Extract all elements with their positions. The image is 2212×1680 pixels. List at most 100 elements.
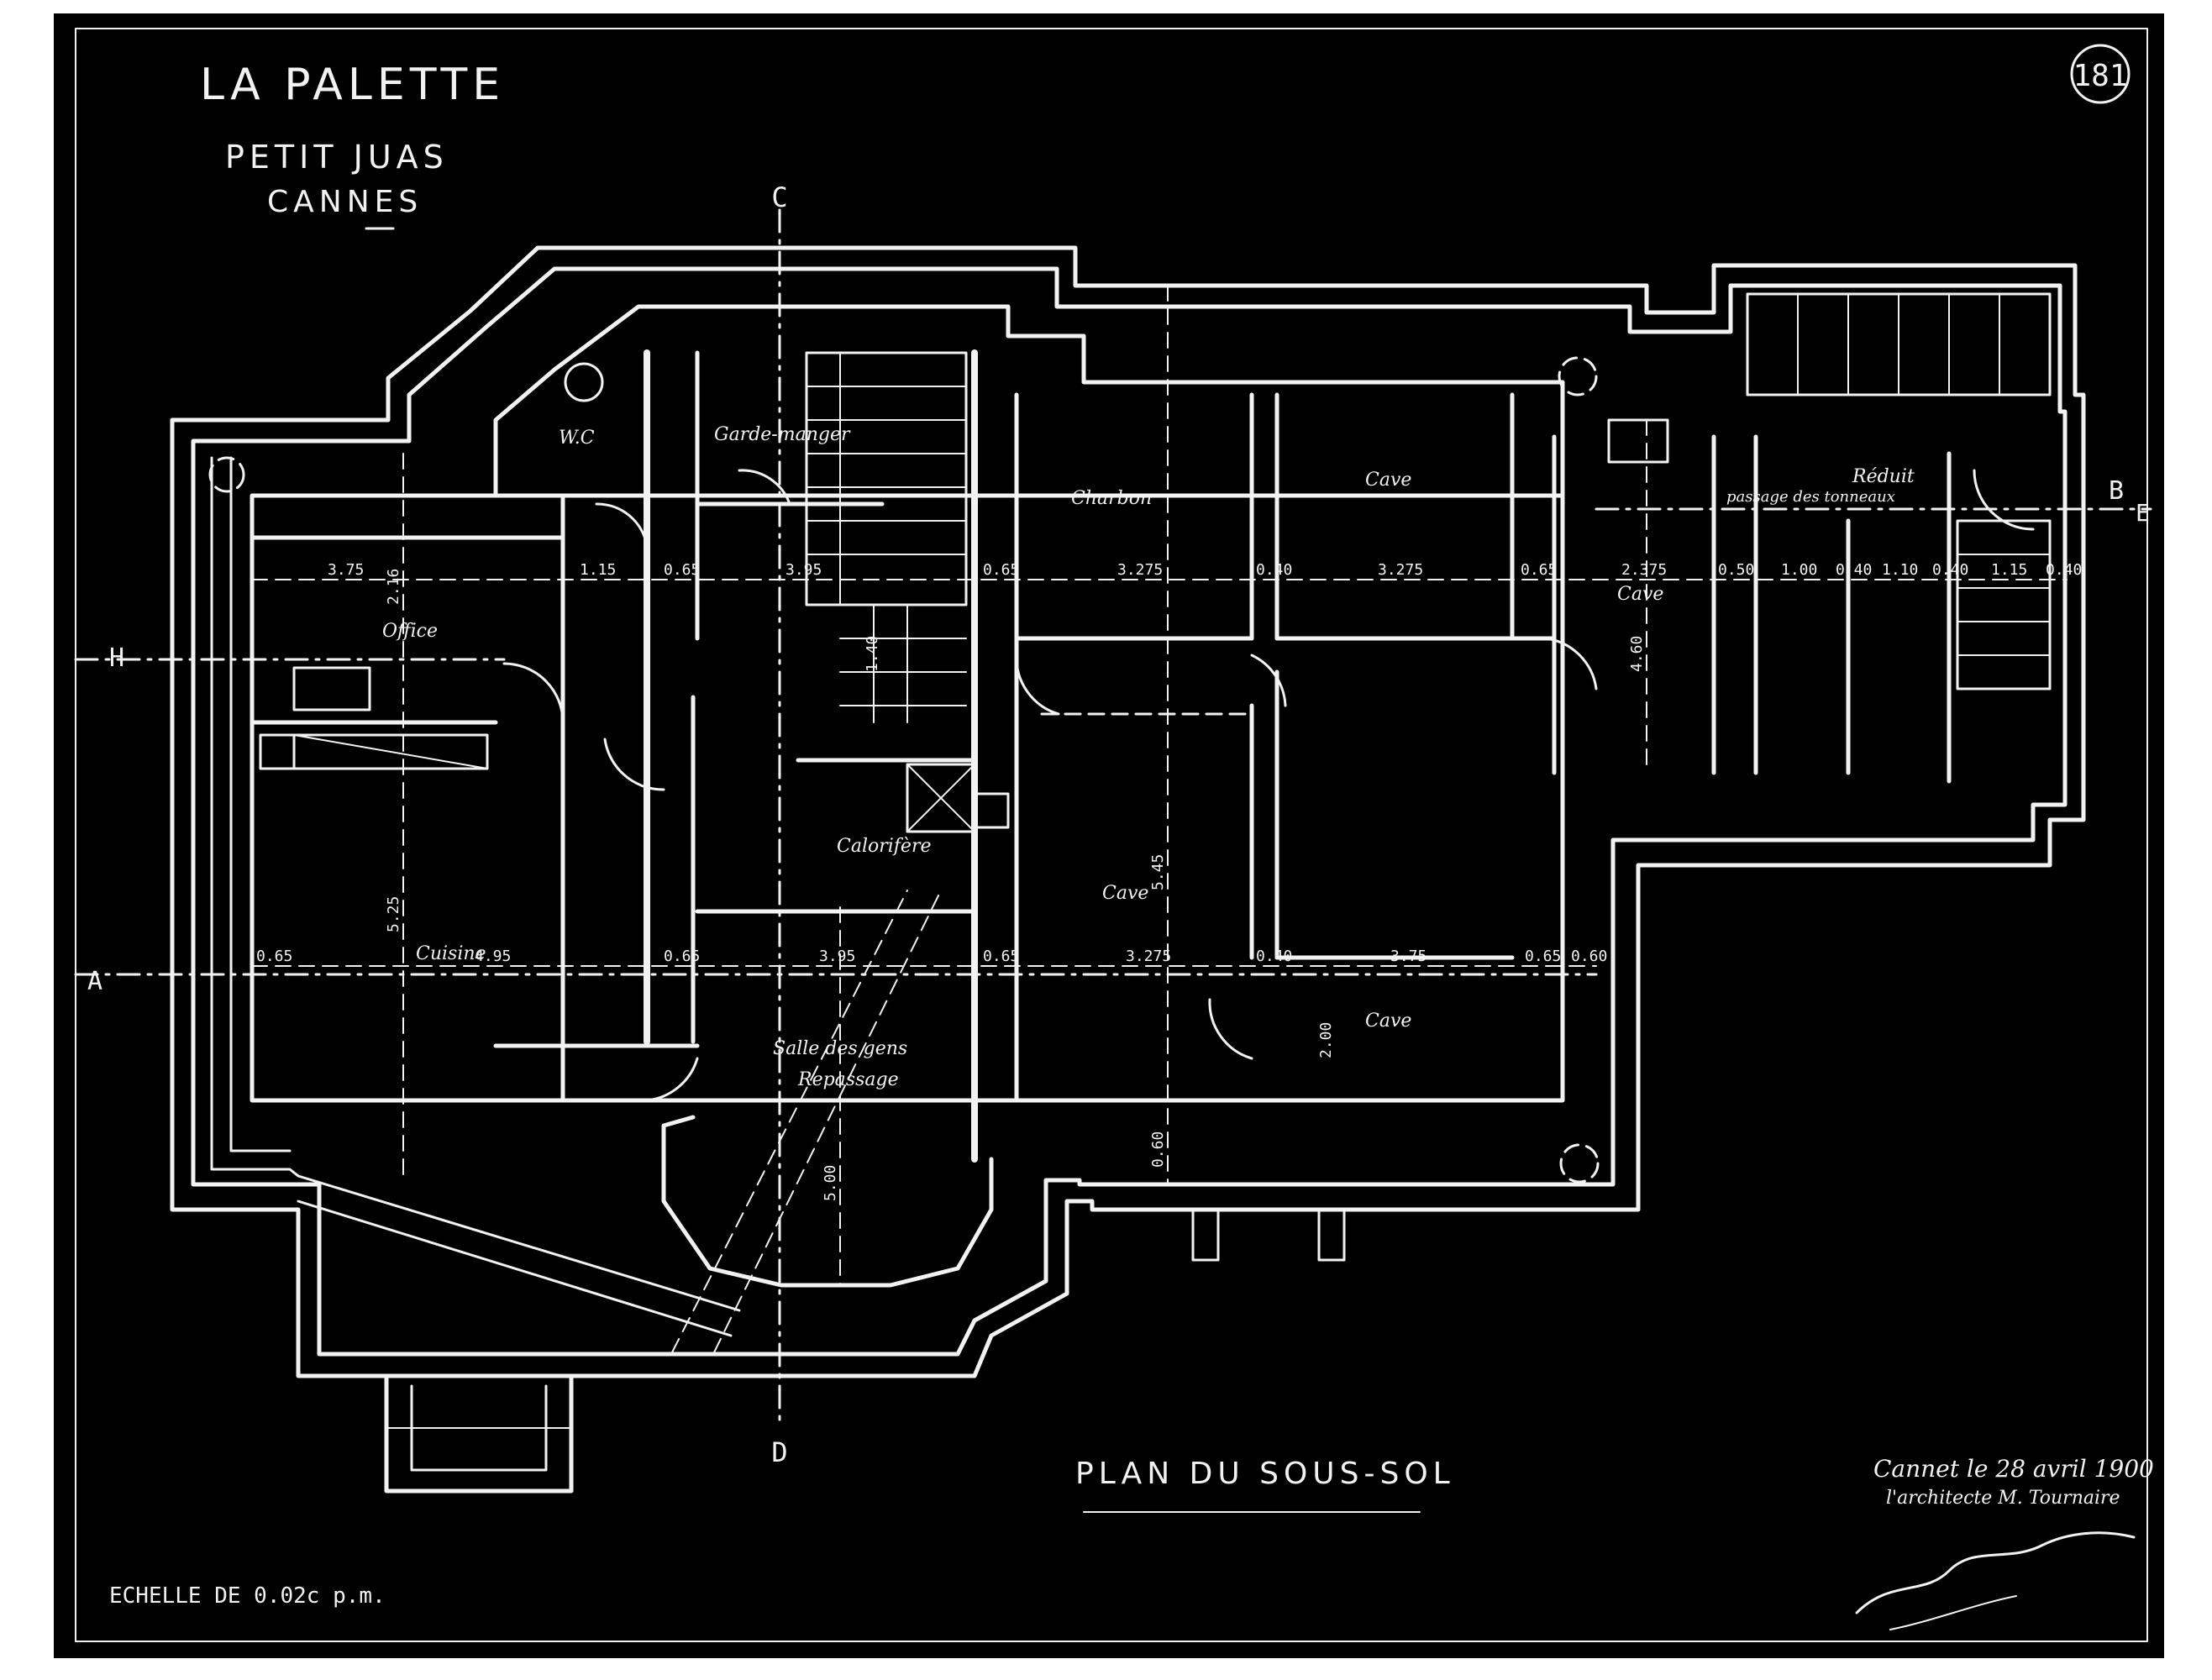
room-label-calorifere: Calorifère xyxy=(837,836,931,857)
south-steps-outline xyxy=(384,1373,574,1494)
dimension-lines xyxy=(251,285,2068,1286)
sheet-number: 181 xyxy=(2073,59,2127,93)
light-shaft-circle xyxy=(208,456,245,493)
light-shaft-circle xyxy=(1559,1143,1600,1184)
dimension-label: 0.40 xyxy=(1256,561,1292,579)
north-wall-block xyxy=(493,304,1565,498)
door-cave-south xyxy=(1208,998,1253,1060)
staircase xyxy=(805,351,968,723)
dimension-label: 3.75 xyxy=(1390,948,1427,965)
dimension-label: 0.65 xyxy=(256,948,292,965)
signature-block: Cannet le 28 avril 1900 l'architecte M. … xyxy=(1855,1455,2154,1630)
dimension-label: 3.275 xyxy=(1117,561,1163,579)
dimension-label: 0.40 xyxy=(1836,561,1872,579)
dimension-label: 3.95 xyxy=(819,948,855,965)
door-cave-east xyxy=(1544,637,1598,690)
door-wc xyxy=(595,502,649,548)
title-block: LA PALETTE PETIT JUAS CANNES xyxy=(200,60,500,230)
dimension-label: 0.65 xyxy=(664,948,700,965)
light-well-wall-inner xyxy=(229,456,292,1152)
dimension-label: 0.60 xyxy=(1571,948,1607,965)
scale-label: ECHELLE DE 0.02c p.m. xyxy=(109,1583,386,1609)
chimney-flue xyxy=(973,792,1010,829)
dimension-label: 0.40 xyxy=(1932,561,1968,579)
door-reduit xyxy=(1973,469,2035,531)
project-city: CANNES xyxy=(267,185,423,219)
dimension-label: 0.40 xyxy=(1256,948,1292,965)
ramp-dashed-path xyxy=(671,890,908,1353)
room-label-office: Office xyxy=(382,621,438,642)
ramp-dashed-path xyxy=(713,890,942,1353)
section-mark-top: C xyxy=(771,181,787,213)
door-charbon xyxy=(1015,654,1060,716)
bay-window-salle xyxy=(661,1115,994,1288)
light-well-wall-outer xyxy=(210,456,300,1178)
door-office xyxy=(502,662,565,724)
dimension-label: 5.00 xyxy=(822,1165,839,1201)
room-labels: W.C Garde-manger Charbon Cave Réduit pas… xyxy=(382,424,1915,1090)
signature-scrawl xyxy=(1889,1595,2017,1630)
room-label-reduit: Réduit xyxy=(1852,466,1915,487)
door-salle xyxy=(645,1057,699,1102)
dimension-label: 4.95 xyxy=(475,948,511,965)
section-mark-right-edge: E xyxy=(2136,499,2150,527)
dimension-label: 1.15 xyxy=(1991,561,2027,579)
sheet-number-badge: 181 xyxy=(2070,44,2131,104)
room-label-cave-1: Cave xyxy=(1365,470,1411,491)
kitchen-range-diagonal xyxy=(293,734,488,769)
room-label-cave-3: Cave xyxy=(1102,883,1148,904)
door-cave xyxy=(1250,654,1287,707)
outer-wall-inner-line xyxy=(191,266,2068,1357)
dimension-label: 1.15 xyxy=(580,561,616,579)
dimension-label: 2.375 xyxy=(1621,561,1667,579)
dimension-label: 0.40 xyxy=(2046,561,2082,579)
dimension-label: 3.95 xyxy=(785,561,822,579)
plan-title-block: PLAN DU SOUS-SOL xyxy=(1075,1457,1450,1513)
tank-fixture xyxy=(1607,418,1669,464)
kitchen-range xyxy=(292,733,489,770)
section-mark-left-upper: H xyxy=(109,643,124,673)
dimension-label: 4.60 xyxy=(1628,636,1646,672)
dimension-label: 1.10 xyxy=(1882,561,1918,579)
ramp xyxy=(297,890,942,1353)
dimension-label: 0.65 xyxy=(1521,561,1557,579)
signature-date: Cannet le 28 avril 1900 xyxy=(1873,1455,2154,1483)
section-mark-bottom: D xyxy=(771,1436,787,1468)
dimension-labels-upper: 3.75 1.15 0.65 3.95 0.65 3.275 0.40 3.27… xyxy=(328,561,2082,579)
section-mark-right: B xyxy=(2109,476,2124,506)
dimension-label: 0.50 xyxy=(1718,561,1754,579)
sheet-border xyxy=(75,28,2148,1642)
dimension-label: 5.45 xyxy=(1149,854,1167,890)
wc-bowl xyxy=(564,362,604,402)
room-label-garde-manger: Garde-manger xyxy=(714,424,851,445)
boiler-diagonal xyxy=(906,764,975,832)
dimension-label: 0.65 xyxy=(983,948,1019,965)
south-steps xyxy=(384,1208,1346,1494)
signature-scrawl xyxy=(1855,1531,2136,1614)
dimension-label: 0.65 xyxy=(1525,948,1561,965)
blueprint-background xyxy=(54,13,2164,1658)
ramp-wall xyxy=(297,1174,741,1312)
dimension-labels-lower: 0.65 4.95 0.65 3.95 0.65 3.275 0.40 3.75… xyxy=(256,948,1607,965)
section-mark-left-lower: A xyxy=(87,967,102,996)
dimension-label: 0.60 xyxy=(1149,1131,1167,1168)
dimension-label: 0.65 xyxy=(664,561,700,579)
buttress xyxy=(1317,1208,1346,1262)
section-lines: C D H A B E xyxy=(74,181,2152,1468)
stair-well xyxy=(805,351,968,606)
dimension-label: 2.16 xyxy=(385,569,402,605)
fixtures xyxy=(208,356,1669,1184)
room-label-charbon: Charbon xyxy=(1071,488,1152,509)
room-label-salle-des-gens: Salle des gens xyxy=(773,1038,907,1059)
room-label-passage-tonneaux: passage des tonneaux xyxy=(1726,488,1895,506)
door-garde-manger xyxy=(738,469,791,506)
room-label-cuisine: Cuisine xyxy=(416,943,486,964)
ramp-wall xyxy=(297,1200,733,1337)
dimension-label: 3.75 xyxy=(328,561,364,579)
signature-architect: l'architecte M. Tournaire xyxy=(1886,1488,2120,1509)
scale-block: ECHELLE DE 0.02c p.m. xyxy=(109,1583,386,1609)
dimension-label: 3.275 xyxy=(1378,561,1423,579)
stove xyxy=(292,666,371,711)
room-label-cave-2: Cave xyxy=(1617,584,1663,605)
room-label-wc: W.C xyxy=(559,428,595,449)
